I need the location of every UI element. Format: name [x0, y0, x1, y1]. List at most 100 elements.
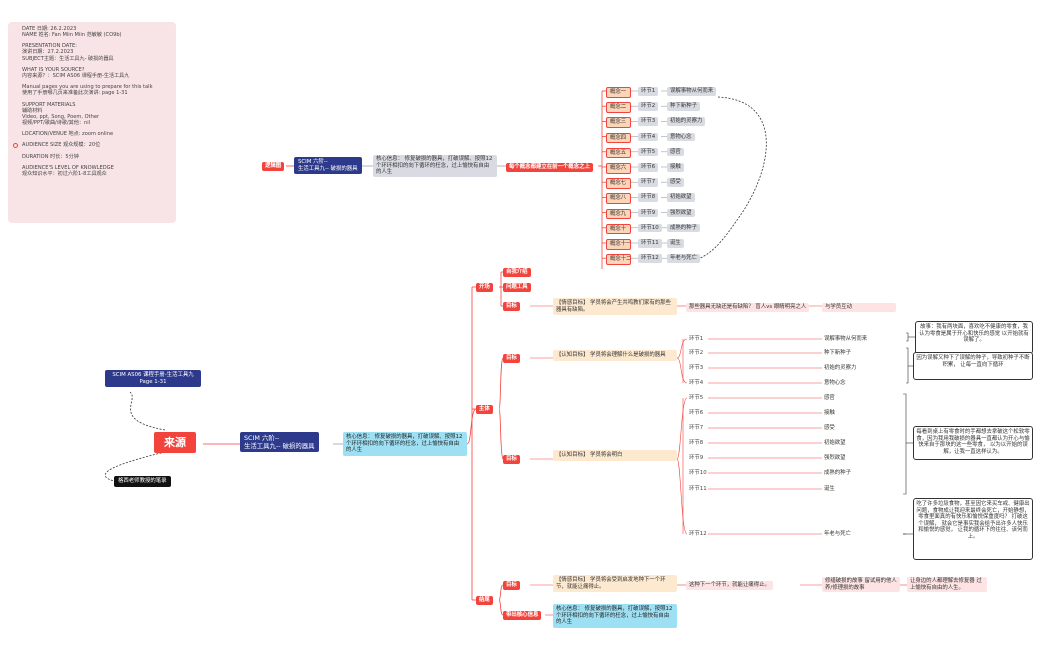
- closing-action[interactable]: 这种下一个环节，就能让痛得止。: [686, 581, 773, 590]
- step-label[interactable]: 环节3: [638, 117, 659, 126]
- body-step-label[interactable]: 环节4: [689, 380, 704, 386]
- teacher-notes-node[interactable]: 格西老师教授的笔录: [114, 476, 171, 487]
- body-step-value[interactable]: 种下新种子: [824, 350, 851, 356]
- source-core-node[interactable]: 核心信息： 修复破损的器具，打破误解、按照12个环环相扣的向下循环的枉念，过上愉…: [343, 432, 467, 456]
- self-intro-node[interactable]: 自我介绍: [503, 268, 531, 277]
- step-value[interactable]: 种下新种子: [667, 102, 700, 111]
- manual-source-node[interactable]: SCIM AS06 课程手册-生活工具九 Page 1-31: [105, 370, 201, 388]
- body-step-value[interactable]: 成熟的种子: [824, 470, 851, 476]
- opening-interact[interactable]: 与学员互动: [822, 303, 896, 312]
- body-step-value[interactable]: 接触: [824, 410, 835, 416]
- body-goal1-node[interactable]: 目标: [503, 354, 520, 363]
- closing-goal-node[interactable]: 目标: [503, 581, 520, 590]
- opening-goal-detail[interactable]: 【情感目标】 学员将会产生共鸣教们家有的那些器具有缺陷。: [553, 298, 677, 316]
- body-goal2-detail[interactable]: 【认知目标】 学员将会明白: [553, 450, 677, 461]
- concept-node[interactable]: 概念十: [606, 223, 631, 235]
- step-value[interactable]: 初始的灵察力: [667, 117, 706, 126]
- step-label[interactable]: 环节10: [638, 223, 662, 233]
- concept-node[interactable]: 概念十二: [606, 254, 631, 265]
- step-label[interactable]: 环节12: [638, 254, 662, 263]
- logic-link-node[interactable]: 每个概念都建立在前一个概念之上: [506, 163, 593, 172]
- step-label[interactable]: 环节8: [638, 193, 659, 202]
- concept-node[interactable]: 概念五: [606, 147, 631, 159]
- body-goal2-node[interactable]: 目标: [503, 455, 520, 464]
- opening-goal-node[interactable]: 目标: [503, 302, 520, 311]
- body-step-label[interactable]: 环节1: [689, 336, 704, 342]
- connector-line: [498, 408, 504, 460]
- concept-node[interactable]: 概念一: [606, 87, 631, 98]
- logic-title-node[interactable]: SCIM 六阶-- 生活工具九-- 破损的器具: [294, 157, 362, 175]
- body-step-value[interactable]: 初始欲望: [824, 440, 846, 446]
- connector-line: [676, 338, 688, 359]
- body-step-label[interactable]: 环节10: [689, 470, 707, 476]
- logic-core-node[interactable]: 核心信息： 修复破损的器具，打破误解、按照12个环环相扣的向下循环的枉念，过上愉…: [373, 155, 497, 177]
- closing-node[interactable]: 结尾: [476, 596, 493, 605]
- concept-node[interactable]: 概念七: [606, 178, 631, 189]
- step-value[interactable]: 诞生: [667, 239, 684, 248]
- step-label[interactable]: 环节6: [638, 163, 659, 172]
- step-label[interactable]: 环节7: [638, 178, 659, 187]
- closing-core-detail[interactable]: 核心信息： 修复破损的器具，打破误解，按照12个环环相扣的向下循环的枉念，过上愉…: [553, 604, 677, 628]
- connector-line: [129, 391, 166, 431]
- concept-node[interactable]: 概念八: [606, 193, 631, 204]
- step-label[interactable]: 环节9: [638, 208, 659, 218]
- step-label[interactable]: 环节11: [638, 239, 662, 248]
- closing-result[interactable]: 让身边的人都理解去修复器 过上愉快有自由的人生。: [907, 577, 987, 593]
- info-line: Manual pages you are using to prepare fo…: [22, 84, 153, 97]
- opening-question[interactable]: 那些器具无缺还是有缺陷？ 盲人vs 眼睛明亮之人: [686, 303, 810, 312]
- body-node[interactable]: 主体: [476, 405, 493, 414]
- story-note-3: 每看到桌上有零食时的手都想去拿破这个松软零食，因为我用我破损的器具一直都认为开心…: [913, 426, 1033, 460]
- closing-story[interactable]: 修缮破损的故事 留试用的他人养/修理损的故事: [822, 577, 900, 593]
- concept-node[interactable]: 概念三: [606, 117, 631, 128]
- step-label[interactable]: 环节5: [638, 147, 659, 157]
- concept-node[interactable]: 概念九: [606, 208, 631, 220]
- logic-root-node[interactable]: 逻辑图: [262, 162, 285, 171]
- body-step-value[interactable]: 年老与死亡: [824, 531, 851, 537]
- concept-node[interactable]: 概念十一: [606, 239, 631, 250]
- body-step-label[interactable]: 环节5: [689, 395, 704, 401]
- body-step-label[interactable]: 环节7: [689, 425, 704, 431]
- info-line: SUPPORT MATERIALS 辅助材料 Video, ppt, Song,…: [22, 101, 100, 126]
- step-value[interactable]: 成熟的种子: [667, 223, 700, 233]
- step-value[interactable]: 接触: [667, 163, 684, 172]
- opening-node[interactable]: 开场: [476, 283, 493, 292]
- closing-goal-detail[interactable]: 【情感目标】 学员将会受到启发地种下一个环节，就能让痛得止。: [553, 575, 677, 593]
- step-label[interactable]: 环节4: [638, 132, 659, 142]
- info-line: DATE 日期: 26.2.2023 NAME 姓名: Fan Miin Mii…: [22, 26, 122, 39]
- body-step-label[interactable]: 环节9: [689, 455, 704, 461]
- body-step-label[interactable]: 环节12: [689, 531, 707, 537]
- body-step-value[interactable]: 感受: [824, 425, 835, 431]
- connector-line: [498, 599, 504, 616]
- body-step-label[interactable]: 环节11: [689, 486, 707, 492]
- body-step-value[interactable]: 诞生: [824, 486, 835, 492]
- body-goal1-detail[interactable]: 【认知目标】 学员将会理解什么是破损的器具: [553, 350, 677, 361]
- step-label[interactable]: 环节1: [638, 87, 659, 96]
- source-root-node[interactable]: 来源: [154, 432, 196, 453]
- source-title-node[interactable]: SCIM 六阶-- 生活工具九-- 破损的器具: [240, 432, 319, 452]
- concept-node[interactable]: 概念四: [606, 132, 631, 144]
- body-step-value[interactable]: 误解事物从何而来: [824, 336, 868, 342]
- step-value[interactable]: 年老与死亡: [667, 254, 700, 263]
- body-step-label[interactable]: 环节6: [689, 410, 704, 416]
- step-value[interactable]: 强烈欲望: [667, 208, 695, 218]
- story-note-1: 故事：我有两块面，喜欢吃不健康的零食，我认为零食是属于开心和快乐的感觉 以开始就…: [915, 321, 1033, 354]
- step-label[interactable]: 环节2: [638, 102, 659, 111]
- step-value[interactable]: 感官: [667, 147, 684, 157]
- body-step-value[interactable]: 感官: [824, 395, 835, 401]
- concept-node[interactable]: 概念六: [606, 163, 631, 174]
- body-step-label[interactable]: 环节3: [689, 365, 704, 371]
- body-step-value[interactable]: 初始的灵察力: [824, 365, 857, 371]
- step-value[interactable]: 误解事物从何而来: [667, 87, 717, 96]
- step-value[interactable]: 感受: [667, 178, 684, 187]
- step-value[interactable]: 初始欲望: [667, 193, 695, 202]
- connector-line: [903, 393, 907, 495]
- question-tool-node[interactable]: 问题工具: [503, 283, 531, 292]
- body-step-label[interactable]: 环节8: [689, 440, 704, 446]
- step-value[interactable]: 意物心念: [667, 132, 695, 142]
- body-step-label[interactable]: 环节2: [689, 350, 704, 356]
- body-step-value[interactable]: 意物心念: [824, 380, 846, 386]
- body-step-value[interactable]: 强烈欲望: [824, 455, 846, 461]
- bring-core-node[interactable]: 带出核心信息: [503, 611, 542, 620]
- concept-node[interactable]: 概念二: [606, 102, 631, 113]
